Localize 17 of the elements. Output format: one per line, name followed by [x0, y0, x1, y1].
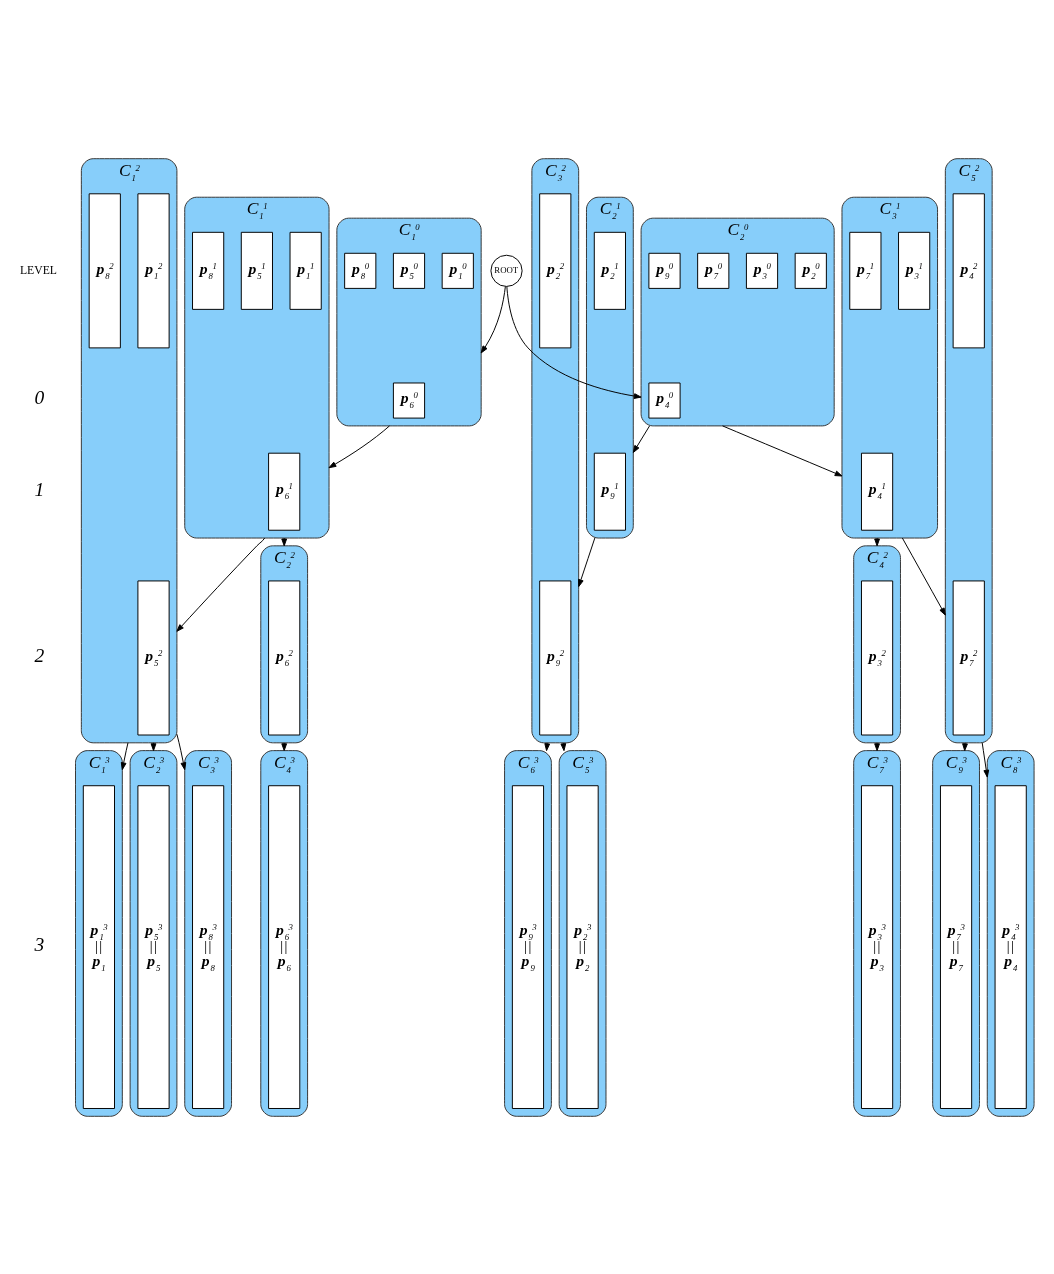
- label: 0: [34, 386, 45, 408]
- label: LEVEL: [19, 263, 57, 277]
- arrow: [578, 537, 596, 587]
- arrow: [632, 424, 651, 453]
- arrow: [506, 285, 642, 399]
- arrow: [901, 537, 946, 616]
- arrow: [480, 285, 506, 353]
- arrow: [981, 741, 990, 778]
- node-circle: ROOT: [490, 254, 523, 287]
- arrow: [176, 537, 266, 632]
- arrow: [722, 424, 843, 476]
- label: 2: [34, 644, 45, 666]
- label: 1: [34, 478, 45, 500]
- arrow: [176, 733, 187, 770]
- arrow: [328, 424, 390, 468]
- arrow: [120, 741, 129, 770]
- label: 3: [34, 933, 45, 955]
